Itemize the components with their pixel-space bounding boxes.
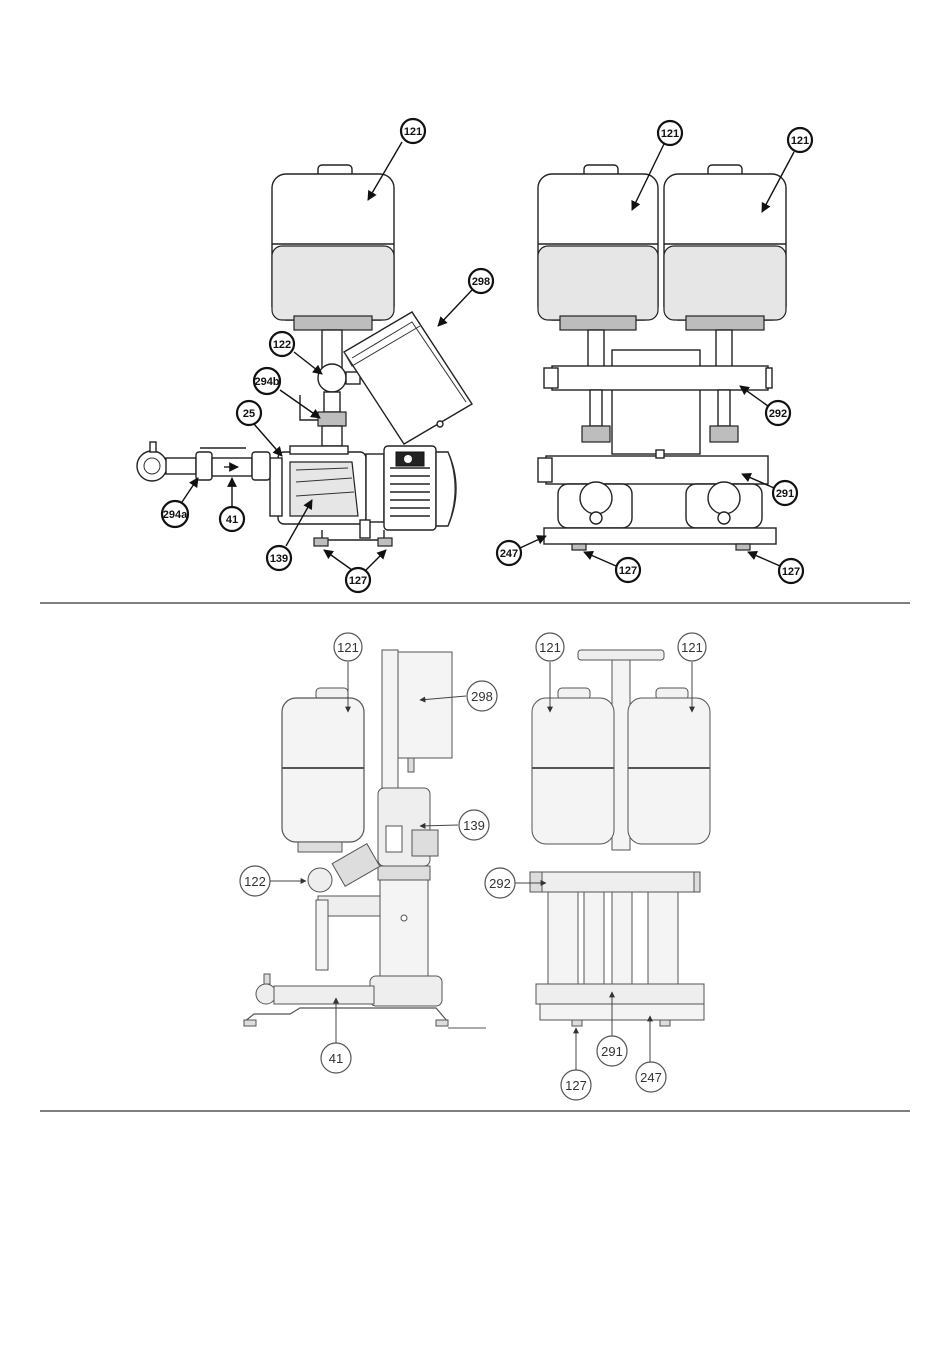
callout-127-upper-left: 127 [324,550,386,592]
callout-label: 122 [244,874,266,889]
callout-label: 294a [163,509,188,521]
callout-41-lower: 41 [321,998,351,1073]
callout-label: 121 [539,640,561,655]
pressure-tank-upper-left [272,165,394,330]
discharge-manifold-lower [530,872,700,892]
callout-298-upper: 298 [438,269,493,326]
control-box-lower-left [382,650,452,790]
callout-label: 41 [329,1051,343,1066]
callout-294a-upper: 294a [162,478,198,527]
discharge-manifold-upper [544,366,772,390]
pressure-tank-lower-right-a [532,688,614,844]
base-frame-upper [544,528,776,550]
callout-label: 291 [601,1044,623,1059]
pump-volutes-upper [558,482,762,528]
upper-left-assembly [137,165,472,546]
lower-left-assembly [244,650,486,1028]
pump-lower-left [370,788,442,1006]
suction-manifold-upper [538,450,768,484]
base-lower-left [244,1008,486,1028]
suction-line-upper-left [137,442,270,481]
callout-label: 298 [472,276,490,288]
callout-122-lower: 122 [240,866,306,896]
callout-label: 294b [254,376,279,388]
callout-247-lower: 247 [636,1016,666,1092]
callout-label: 139 [270,553,288,565]
callout-label: 298 [471,689,493,704]
control-box-upper-left [344,312,472,444]
callout-label: 291 [776,488,794,500]
callout-label: 121 [661,128,679,140]
callout-label: 292 [489,876,511,891]
callout-label: 41 [226,514,238,526]
callout-label: 247 [640,1070,662,1085]
callout-label: 127 [349,575,367,587]
callout-label: 25 [243,408,255,420]
callout-294b-upper: 294b [254,368,320,418]
callout-label: 127 [619,565,637,577]
callout-122-upper: 122 [270,332,322,374]
callout-247-upper: 247 [497,536,546,565]
callout-label: 139 [463,818,485,833]
callout-127-upper-mid: 127 [584,552,640,582]
callout-label: 121 [337,640,359,655]
callout-label: 121 [681,640,703,655]
callout-label: 122 [273,339,291,351]
pressure-tank-lower-left [282,688,364,852]
callout-127-upper-right: 127 [748,552,803,583]
pump-upper-left [270,446,456,530]
callout-121-upper-right-b: 121 [762,128,812,212]
callout-label: 121 [791,135,809,147]
callout-292-upper: 292 [740,386,790,425]
callout-label: 127 [565,1078,587,1093]
callout-label: 247 [500,548,518,560]
pressure-tank-upper-right-b [664,165,786,330]
callout-label: 127 [782,566,800,578]
callout-41-upper: 41 [220,478,244,531]
upper-right-assembly [538,165,786,550]
callout-label: 121 [404,126,422,138]
pump-columns-lower [548,892,678,984]
lower-right-assembly [530,650,710,1026]
manifold-lower-left [256,844,380,1004]
pressure-tank-upper-right-a [538,165,658,330]
callout-label: 292 [769,408,787,420]
pressure-tank-lower-right-b [628,688,710,844]
base-frame-lower [536,984,704,1026]
callout-127-lower: 127 [561,1028,591,1100]
